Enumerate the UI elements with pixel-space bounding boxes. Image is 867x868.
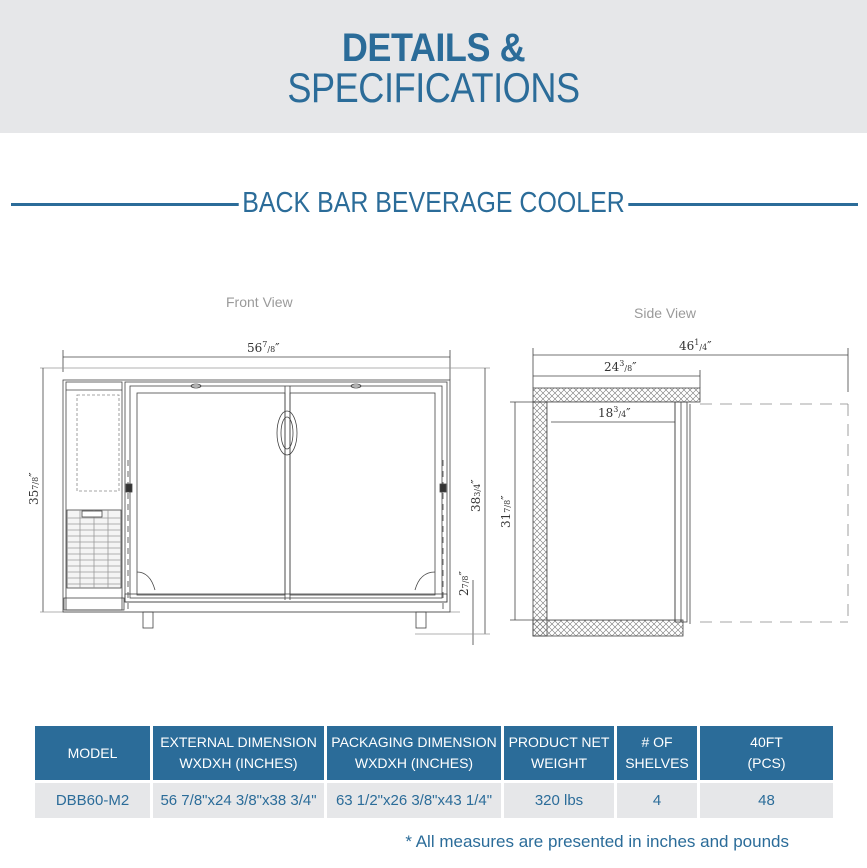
side-interior-depth-dim: 183/4″ — [598, 405, 631, 420]
cell-model: DBB60-M2 — [35, 783, 150, 818]
footnote: * All measures are presented in inches a… — [405, 832, 789, 851]
page-title-line2: SPECIFICATIONS — [287, 64, 580, 111]
section-heading: BACK BAR BEVERAGE COOLER — [0, 186, 867, 220]
section-title: BACK BAR BEVERAGE COOLER — [238, 187, 629, 219]
side-depth-dim: 243/8″ — [604, 359, 637, 374]
header-banner: DETAILS & SPECIFICATIONS — [0, 0, 867, 133]
table-row: DBB60-M2 56 7/8"x24 3/8"x38 3/4" 63 1/2"… — [35, 783, 833, 818]
front-leg-height-dim: 27/8″ — [457, 570, 471, 596]
side-view-label: Side View — [634, 305, 697, 321]
side-interior-height-dim: 317/8″ — [499, 495, 513, 528]
cell-external-dimension: 56 7/8"x24 3/8"x38 3/4" — [153, 783, 324, 818]
side-view-drawing — [510, 348, 849, 637]
cell-packaging-dimension: 63 1/2"x26 3/8"x43 1/4" — [327, 783, 501, 818]
front-width-dim: 567/8″ — [247, 340, 280, 355]
page-title-line1: DETAILS & — [341, 26, 526, 70]
side-depth-open-dim: 461/4″ — [679, 338, 712, 353]
section-rule-left — [11, 203, 256, 206]
front-height-dim: 357/8″ — [27, 472, 41, 505]
front-view-drawing: 567/8″ 357/8″ 383/4″ 27/8″ 461/4″ 243/8″… — [27, 338, 849, 645]
front-view-label: Front View — [226, 294, 293, 310]
header-40ft: 40FT(PCS) — [700, 726, 833, 780]
section-rule-right — [617, 203, 858, 206]
cell-40ft: 48 — [700, 783, 833, 818]
header-model: MODEL — [35, 726, 150, 780]
cell-shelves: 4 — [617, 783, 697, 818]
front-total-height-dim: 383/4″ — [469, 479, 483, 512]
cell-net-weight: 320 lbs — [504, 783, 614, 818]
